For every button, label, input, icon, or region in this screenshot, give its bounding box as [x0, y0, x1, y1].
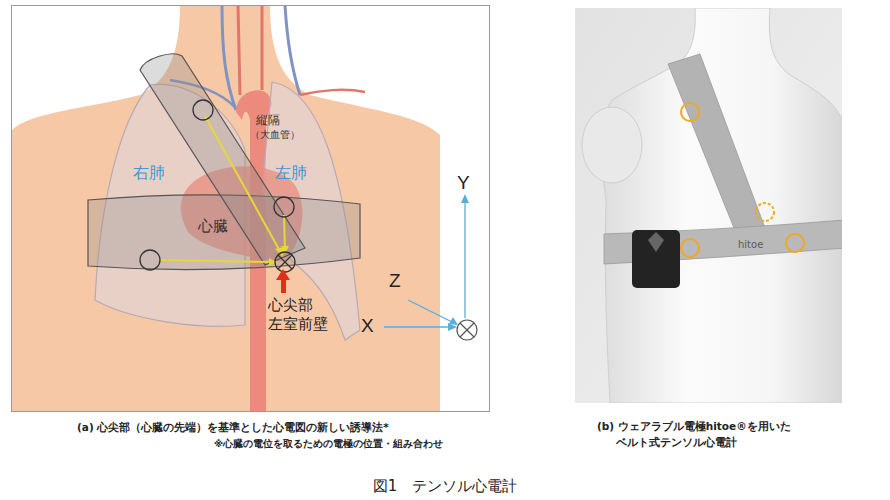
- panel-a: [12, 6, 489, 411]
- panel-caption: (a) 心尖部（心臓の先端）を基準とした心電図の新しい誘導法*: [77, 421, 389, 434]
- electrodes: [278, 255, 292, 269]
- photo-b: [575, 8, 842, 403]
- panel-ground: [12, 6, 489, 411]
- axis-label: Z: [389, 270, 401, 293]
- electrode-marks: [681, 103, 804, 257]
- belt-diagonal: [140, 54, 305, 265]
- neck-vessels: [300, 90, 365, 95]
- organ-label: 右肺: [133, 163, 165, 182]
- axes: [464, 200, 465, 318]
- apex-arrow: [281, 279, 286, 293]
- electrodes: [275, 252, 295, 272]
- z-axis-symbol: [460, 323, 474, 337]
- axis-label: Y: [457, 172, 470, 195]
- axes: [384, 200, 465, 327]
- electrodes: [278, 255, 292, 269]
- z-axis-symbol: [457, 320, 477, 340]
- figure-caption: 図1 テンソル心電計: [0, 477, 890, 495]
- axes: [408, 300, 454, 323]
- electrodes: [140, 100, 295, 272]
- lead-lines: [284, 215, 285, 250]
- part-label: 心尖部: [268, 296, 313, 314]
- electrode-marks: [681, 239, 699, 257]
- strap: [668, 54, 768, 238]
- electrodes: [140, 250, 160, 270]
- axes-heads: [448, 194, 469, 331]
- z-axis-symbol: [457, 320, 477, 340]
- mannequin: [601, 8, 842, 403]
- belt-brand: hitoe: [738, 239, 763, 251]
- neck-vessels: [238, 6, 240, 95]
- part-label: 左室前壁: [268, 315, 328, 333]
- part-label: （大血管）: [250, 129, 300, 140]
- torso: [12, 6, 440, 411]
- neck-vessels: [261, 6, 264, 90]
- neck-vessels: [222, 6, 236, 110]
- electrode-marks: [756, 203, 774, 221]
- z-axis-symbol: [460, 323, 474, 337]
- apex-arrow: [276, 269, 290, 280]
- apex-arrow: [276, 269, 290, 293]
- electrodes: [274, 197, 294, 217]
- panel-frame: [12, 6, 490, 412]
- lead-lines: [160, 260, 273, 262]
- organ-label: 左肺: [275, 163, 307, 182]
- electrode-marks: [786, 234, 804, 252]
- device: [632, 230, 680, 288]
- axes-heads: [461, 194, 469, 203]
- axes: [384, 326, 452, 327]
- mannequin-arm: [582, 107, 642, 183]
- axes-heads: [449, 317, 458, 325]
- part-label: 縦隔: [256, 113, 280, 127]
- organ-label: 心臓: [198, 217, 228, 235]
- neck-vessels: [285, 6, 300, 95]
- electrodes: [193, 100, 213, 120]
- electrode-marks: [681, 103, 699, 121]
- axis-label: X: [361, 315, 374, 338]
- panel-caption: (b) ウェアラブル電極hitoe®を用いた ベルト式テンソル心電計: [597, 418, 837, 451]
- belt-horizontal: [88, 195, 360, 270]
- footnote: ※心臓の電位を取るための電極の位置・組み合わせ: [214, 438, 443, 449]
- device-logo: [648, 232, 664, 252]
